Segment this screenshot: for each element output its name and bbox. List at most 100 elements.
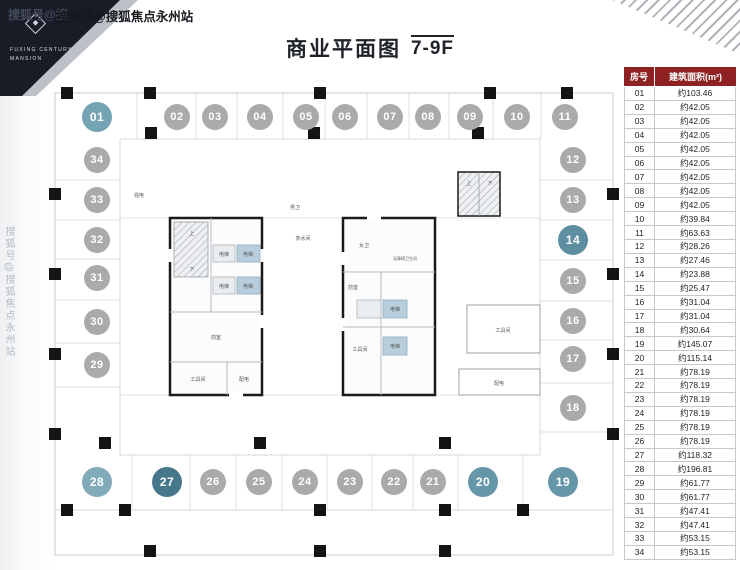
room-number: 34: [625, 545, 655, 559]
room-number: 03: [625, 114, 655, 128]
elevator-label: 电梯: [390, 306, 400, 313]
room-number: 11: [625, 226, 655, 239]
unit-circle-20: 20: [468, 467, 498, 497]
room-area: 约47.41: [680, 519, 710, 530]
stair-down-label: 下: [487, 181, 492, 187]
watermark-side: 搜狐号@搜狐焦点永州站: [3, 226, 14, 359]
room-area: 约61.77: [680, 477, 710, 488]
room-area: 约42.05: [680, 199, 710, 210]
room-area: 约42.05: [680, 185, 710, 196]
room-number: 30: [625, 490, 655, 504]
unit-circle-06: 06: [332, 104, 358, 130]
room-area: 约61.77: [680, 491, 710, 502]
elevator-shaft: [382, 336, 408, 356]
brand-logo-caption: FUXING CENTURY MANSION: [10, 47, 73, 62]
room-area: 约53.15: [680, 547, 710, 558]
power-room-label: 配电: [239, 376, 249, 383]
room-number: 05: [625, 142, 655, 156]
unit-circle-21: 21: [420, 469, 446, 495]
room-number: 02: [625, 100, 655, 114]
tool-room-label: 工具间: [352, 346, 367, 353]
room-area: 约42.05: [680, 171, 710, 182]
room-area: 约47.41: [680, 505, 710, 516]
room-area: 约115.14: [678, 352, 712, 363]
unit-circle-34: 34: [84, 147, 110, 173]
room-number: 21: [625, 365, 655, 379]
unit-circle-17: 17: [560, 346, 586, 372]
room-area: 约196.81: [677, 463, 713, 474]
unit-circle-11: 11: [552, 104, 578, 130]
unit-circle-04: 04: [247, 104, 273, 130]
room-number: 22: [625, 379, 655, 392]
elevator-label: 电梯: [243, 283, 253, 290]
elevator-label: 电梯: [390, 343, 400, 350]
room-number: 28: [625, 462, 655, 476]
room-number: 01: [625, 87, 655, 100]
tea-room-label: 茶水间: [295, 235, 310, 242]
room-area: 约78.19: [680, 436, 710, 447]
room-area: 约42.05: [680, 130, 710, 141]
unit-circle-31: 31: [84, 265, 110, 291]
elevator-shaft: [236, 244, 261, 263]
room-area: 约145.07: [677, 338, 713, 349]
table-row: 22 约78.19: [625, 379, 735, 393]
table-header-room: 房号: [624, 67, 654, 86]
unit-circle-33: 33: [84, 187, 110, 213]
room-number: 25: [625, 420, 655, 434]
unit-circle-12: 12: [560, 147, 586, 173]
page-title: 商业平面图 7-9F: [0, 33, 740, 63]
power-room: [458, 368, 541, 396]
front-room-label: 前室: [348, 284, 358, 291]
floor-plan-svg: 电梯 电梯 电梯 电梯 上 下 前室 工具间 配电: [49, 87, 619, 557]
room-area: 约23.88: [680, 269, 710, 280]
room-area: 约78.19: [680, 422, 710, 433]
page-title-text: 商业平面图: [285, 38, 401, 61]
watermark-overlay: 搜狐号@搜: [8, 8, 68, 22]
table-header-area: 建筑面积(m²): [655, 67, 736, 86]
room-number: 27: [625, 448, 655, 462]
strong-electric-label: 强电: [134, 192, 144, 199]
room-number: 29: [625, 476, 655, 490]
room-area: 约30.64: [680, 324, 710, 335]
unit-circle-26: 26: [200, 469, 226, 495]
table-row: 14 约23.88: [625, 267, 735, 282]
unit-circle-09: 09: [457, 104, 483, 130]
unit-circle-30: 30: [84, 309, 110, 335]
unit-circle-23: 23: [337, 469, 363, 495]
room-area: 约78.19: [680, 380, 710, 391]
mens-room-label: 男卫: [290, 205, 300, 211]
room-area: 约31.04: [680, 297, 710, 308]
room-area: 约27.46: [680, 255, 710, 266]
womens-room-label: 女卫: [359, 242, 369, 249]
elevator-shaft: [212, 244, 236, 263]
plan-columns: [49, 87, 619, 557]
unit-circle-10: 10: [504, 104, 530, 130]
room-area: 约63.63: [680, 227, 710, 238]
elevator-shaft: [356, 299, 382, 319]
power-room-label: 配电: [494, 380, 504, 387]
room-area: 约78.19: [680, 394, 710, 405]
room-area: 约42.05: [680, 157, 710, 168]
core-right: 电梯 电梯 女卫 无障碍卫生间 前室 工具间: [340, 215, 437, 397]
elevator-label: 电梯: [219, 283, 229, 290]
watermark-top: 搜狐号@搜狐焦点永州站: [56, 10, 194, 24]
room-number: 14: [625, 267, 655, 281]
room-area: 约103.46: [677, 88, 713, 99]
unit-circle-15: 15: [560, 268, 586, 294]
unit-circle-18: 18: [560, 395, 586, 421]
